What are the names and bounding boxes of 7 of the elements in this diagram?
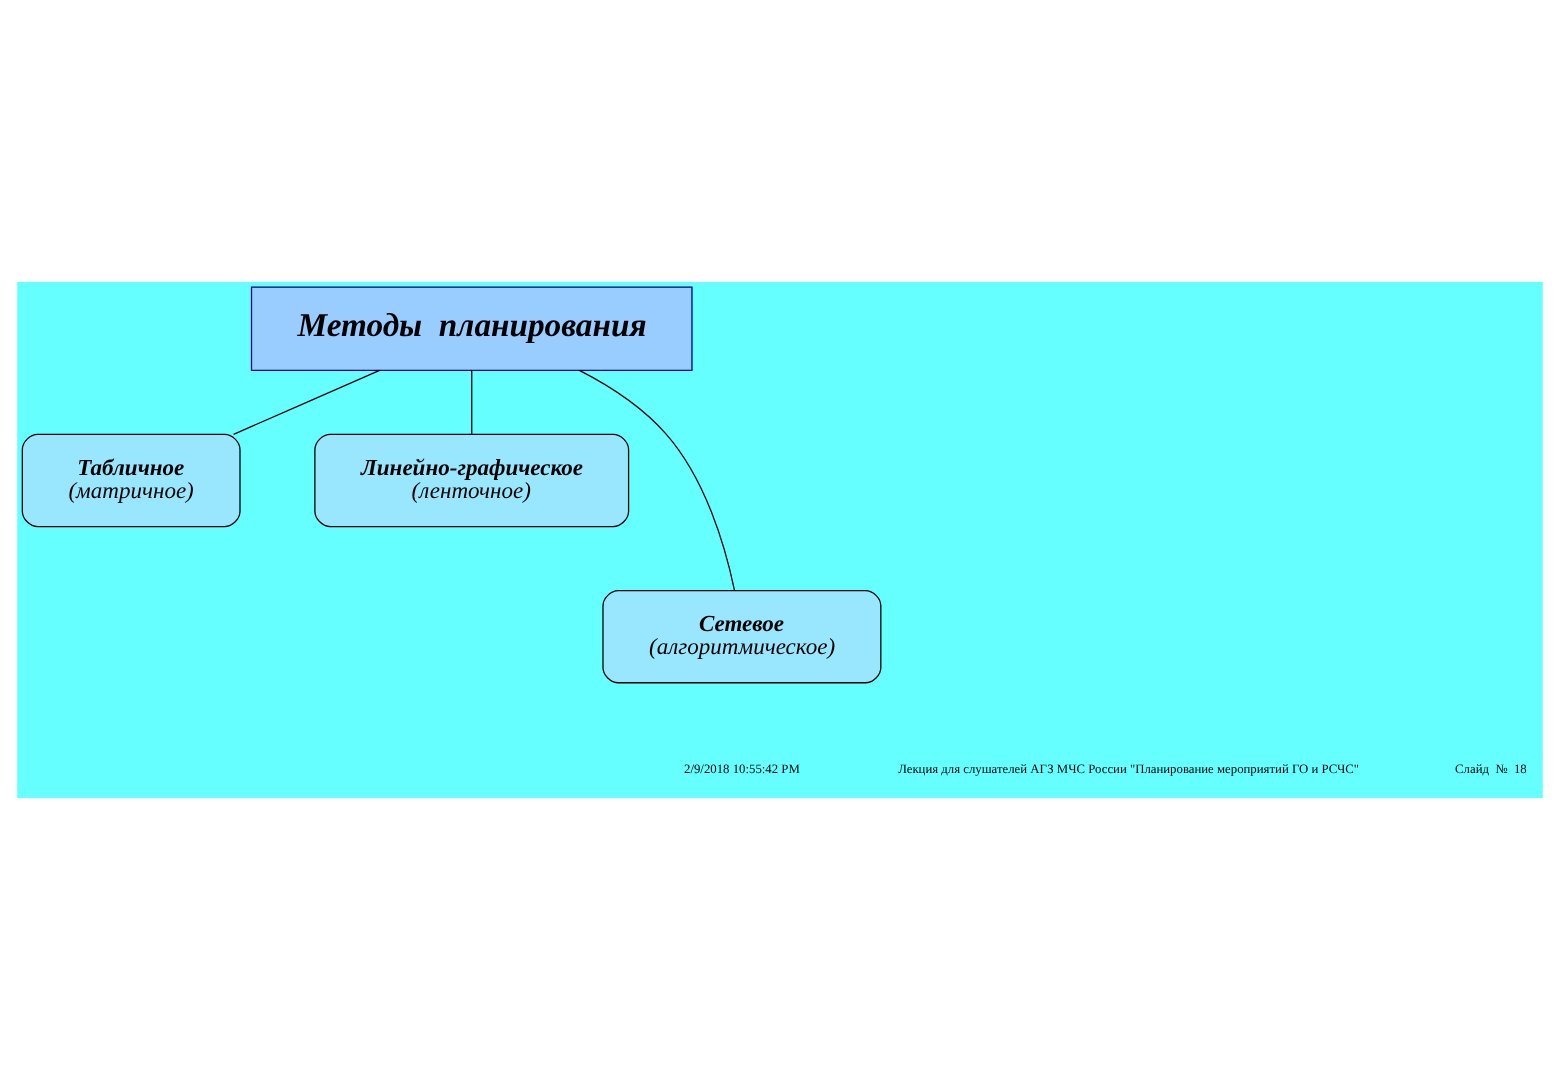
connector <box>232 369 381 435</box>
connector <box>578 369 736 591</box>
node-box: Табличное (матричное) <box>21 433 241 528</box>
node-box: Линейно-графическое (ленточное) <box>314 433 630 528</box>
node-box: Методы планирования <box>250 286 693 371</box>
node-box: Сетевое (алгоритмическое) <box>602 589 882 684</box>
connector <box>471 369 473 435</box>
